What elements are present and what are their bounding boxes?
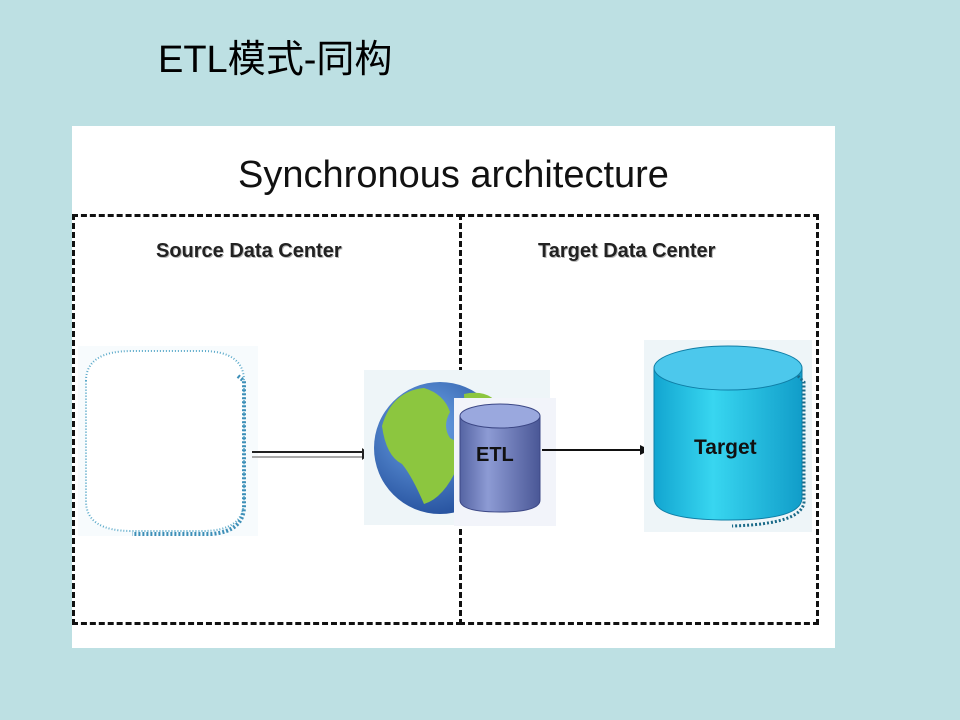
source-database-icon xyxy=(78,346,258,536)
arrow-etl-to-target xyxy=(542,445,650,455)
etl-database-icon xyxy=(454,398,556,526)
etl-node-label: ETL xyxy=(476,444,514,466)
source-zone-label: Source Data Center xyxy=(156,240,342,262)
target-zone-label: Target Data Center xyxy=(538,240,716,262)
arrow-source-to-globe xyxy=(252,448,370,460)
diagram-panel: Synchronous architecture Source Data Cen… xyxy=(72,126,835,648)
slide-title: ETL模式-同构 xyxy=(158,39,393,81)
source-zone xyxy=(72,214,462,625)
diagram-title: Synchronous architecture xyxy=(238,154,669,196)
target-node-label: Target xyxy=(694,436,757,459)
target-database-icon xyxy=(644,340,812,532)
diagram-graphics xyxy=(78,340,812,536)
